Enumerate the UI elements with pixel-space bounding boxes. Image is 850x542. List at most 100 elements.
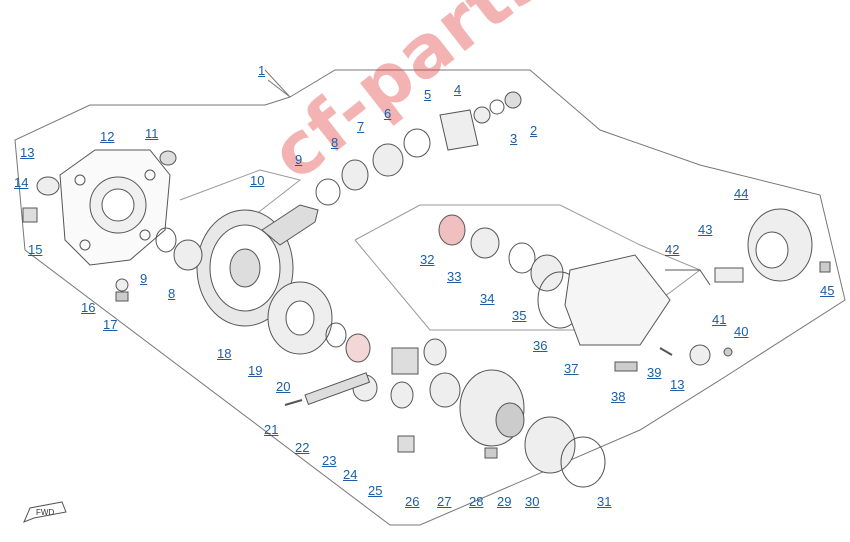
- nut-2-drawing: [504, 91, 522, 109]
- snap-ring-34-drawing: [508, 242, 536, 274]
- callout-27[interactable]: 27: [437, 494, 452, 509]
- callout-13-right[interactable]: 13: [670, 377, 685, 392]
- spider-center-drawing: [391, 347, 419, 375]
- callout-38[interactable]: 38: [611, 389, 626, 404]
- seal-13-left-drawing: [36, 176, 60, 196]
- bearing-35-drawing: [530, 254, 564, 292]
- pin-26-drawing: [397, 435, 415, 453]
- callout-25[interactable]: 25: [368, 483, 383, 498]
- bolt-29-drawing: [484, 447, 498, 459]
- callout-43[interactable]: 43: [698, 222, 713, 237]
- pinion-gear-drawing: [261, 204, 319, 246]
- diff-case-28-drawing: [459, 369, 525, 447]
- callout-10[interactable]: 10: [250, 173, 265, 188]
- callout-42[interactable]: 42: [665, 242, 680, 257]
- bushing-11-drawing: [159, 150, 177, 166]
- callout-31[interactable]: 31: [597, 494, 612, 509]
- callout-36[interactable]: 36: [533, 338, 548, 353]
- washer-3-drawing: [489, 99, 505, 115]
- callout-37[interactable]: 37: [564, 361, 579, 376]
- seal-4-drawing: [473, 106, 491, 124]
- bearing-7-drawing: [372, 143, 404, 177]
- callout-8-top[interactable]: 8: [331, 135, 339, 150]
- pinion-diff-gear-drawing: [423, 338, 447, 366]
- pin-21-drawing: [284, 399, 303, 406]
- plug-14-drawing: [22, 207, 38, 223]
- shim-9-top-drawing: [315, 178, 341, 206]
- callout-12[interactable]: 12: [100, 129, 115, 144]
- callout-28[interactable]: 28: [469, 494, 484, 509]
- callout-35[interactable]: 35: [512, 308, 527, 323]
- callout-22[interactable]: 22: [295, 440, 310, 455]
- callout-1[interactable]: 1: [258, 63, 266, 78]
- left-housing-drawing: [59, 149, 171, 266]
- sleeve-33-drawing: [470, 227, 500, 259]
- seal-13-right-drawing: [689, 344, 711, 366]
- callout-45[interactable]: 45: [820, 283, 835, 298]
- o-ring-31-drawing: [560, 436, 606, 488]
- assembly-outline: [14, 69, 846, 526]
- callout-14[interactable]: 14: [14, 175, 29, 190]
- inner-subgroup-outline-2: [179, 169, 302, 216]
- callout-5[interactable]: 5: [424, 87, 432, 102]
- callout-33[interactable]: 33: [447, 269, 462, 284]
- callout-16[interactable]: 16: [81, 300, 96, 315]
- connector-43-drawing: [714, 267, 744, 283]
- callout-39[interactable]: 39: [647, 365, 662, 380]
- callout-8-left[interactable]: 8: [168, 286, 176, 301]
- flange-5-drawing: [439, 109, 479, 151]
- callout-26[interactable]: 26: [405, 494, 420, 509]
- leader-line-1: [267, 79, 291, 98]
- callout-32[interactable]: 32: [420, 252, 435, 267]
- bearing-8-left-drawing: [173, 239, 203, 271]
- callout-24[interactable]: 24: [343, 467, 358, 482]
- callout-40[interactable]: 40: [734, 324, 749, 339]
- callout-3[interactable]: 3: [510, 131, 518, 146]
- bolt-38-drawing: [614, 361, 638, 372]
- callout-21[interactable]: 21: [264, 422, 279, 437]
- actuator-44-drawing: [747, 208, 813, 282]
- fwd-arrow-icon: FWD: [23, 501, 67, 523]
- callout-29[interactable]: 29: [497, 494, 512, 509]
- inner-subgroup-outline: [354, 204, 701, 331]
- callout-34[interactable]: 34: [480, 291, 495, 306]
- callout-18[interactable]: 18: [217, 346, 232, 361]
- housing-37-drawing: [564, 254, 671, 346]
- ring-gear-drawing: [196, 209, 294, 327]
- callout-30[interactable]: 30: [525, 494, 540, 509]
- shim-9-left-drawing: [155, 227, 177, 253]
- callout-4[interactable]: 4: [454, 82, 462, 97]
- washer-19-drawing: [325, 322, 347, 348]
- callout-44[interactable]: 44: [734, 186, 749, 201]
- gear-32-drawing: [438, 214, 466, 246]
- wiring-42-drawing: [665, 269, 711, 286]
- ring-6-drawing: [403, 128, 431, 158]
- callout-7[interactable]: 7: [357, 119, 365, 134]
- callout-13-left[interactable]: 13: [20, 145, 35, 160]
- callout-2[interactable]: 2: [530, 123, 538, 138]
- bolt-45-drawing: [819, 261, 831, 273]
- callout-9-top[interactable]: 9: [295, 152, 303, 167]
- gear-27-drawing: [429, 372, 461, 408]
- washer-16-drawing: [115, 278, 129, 292]
- bolt-17-drawing: [115, 291, 129, 302]
- pin-39-drawing: [659, 347, 673, 356]
- bearing-8-top-drawing: [341, 159, 369, 191]
- callout-6[interactable]: 6: [384, 106, 392, 121]
- flange-18-drawing: [267, 281, 333, 355]
- shaft-22-drawing: [304, 372, 371, 406]
- callout-11[interactable]: 11: [145, 126, 159, 141]
- fwd-label: FWD: [36, 508, 54, 517]
- side-gear-drawing: [345, 333, 371, 363]
- pinion-diff-gear-2-drawing: [390, 381, 414, 409]
- callout-15[interactable]: 15: [28, 242, 43, 257]
- callout-19[interactable]: 19: [248, 363, 263, 378]
- callout-9-left[interactable]: 9: [140, 271, 148, 286]
- callout-20[interactable]: 20: [276, 379, 291, 394]
- callout-17[interactable]: 17: [103, 317, 118, 332]
- callout-23[interactable]: 23: [322, 453, 337, 468]
- callout-41[interactable]: 41: [712, 312, 727, 327]
- screw-40-drawing: [723, 347, 733, 357]
- bearing-30-drawing: [524, 416, 576, 474]
